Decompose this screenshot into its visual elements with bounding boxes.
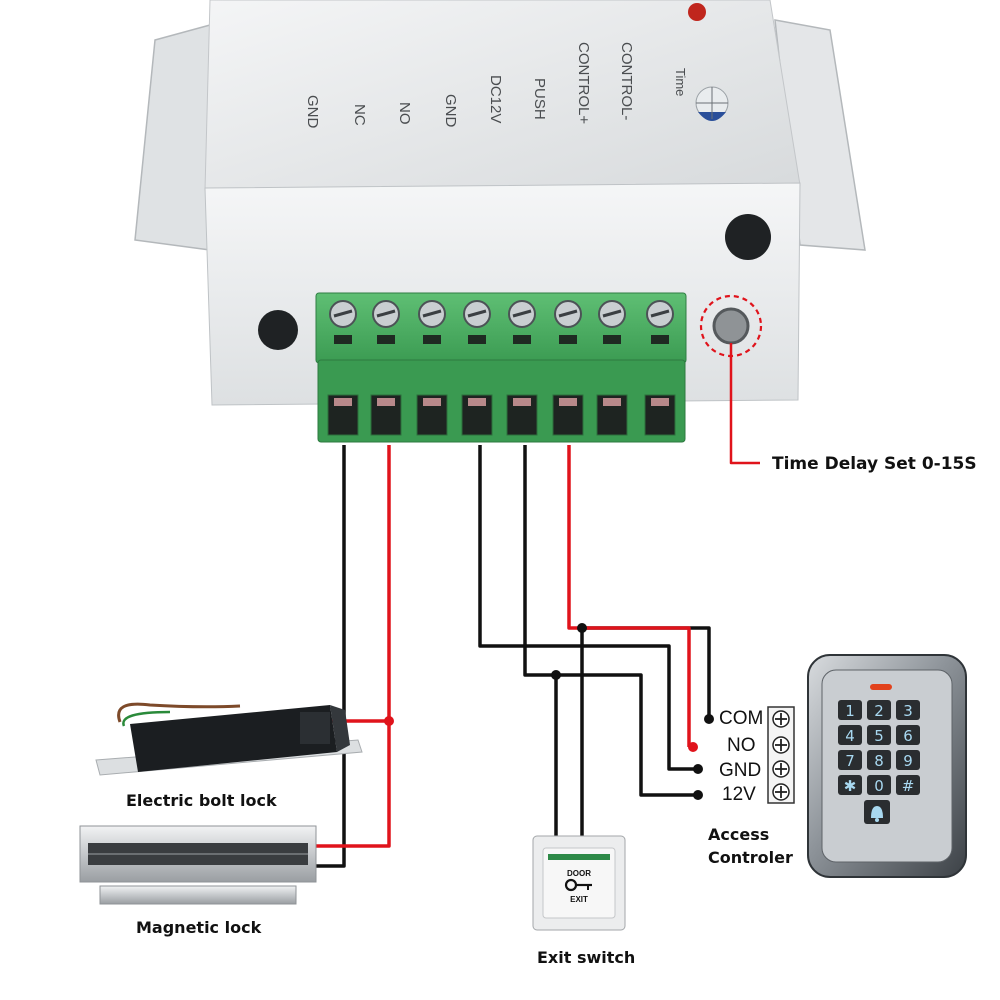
keypad-key-6[interactable] [838,750,862,770]
access-controller-label-line1: Access [708,825,770,844]
keypad-key-label-3: 4 [845,727,855,745]
keypad-key-0[interactable] [838,700,862,720]
keypad-key-label-8: 9 [903,752,913,770]
pin-label-5: PUSH [531,78,548,120]
wire-gnd-to-locks [312,445,346,868]
time-delay-label: Time Delay Set 0-15S [772,454,977,474]
controller-box: Time GND NC NO GND DC12V PUSH CONTROL+ CONTROL- [134,0,866,443]
keypad-key-label-10: 0 [874,777,884,795]
keypad-key-label-11: # [902,777,915,795]
keypad-key-4[interactable] [867,725,891,745]
pin-label-0: GND [304,95,321,129]
mount-hole-left [258,310,298,350]
exit-switch-door-text: DOOR [567,869,591,878]
electric-bolt-lock [95,702,363,776]
mount-hole-right [725,214,771,260]
keypad-key-7[interactable] [867,750,891,770]
key-icon [564,878,592,892]
pin-label-2: NO [396,102,413,125]
pin-label-3: GND [442,94,459,128]
terminal-label-gnd: GND [719,760,762,781]
keypad-key-3[interactable] [838,725,862,745]
time-label: Time [673,68,688,96]
keypad-key-label-0: 1 [845,702,855,720]
exit-switch: DOOR EXIT [532,835,626,931]
access-terminal-strip [767,706,795,804]
pin-label-4: DC12V [487,75,504,123]
terminal-label-12v: 12V [722,784,756,805]
keypad-key-label-9: ✱ [844,777,857,795]
access-controller-label-line2: Controler [708,848,793,867]
pin-label-6: CONTROL+ [575,42,592,124]
access-keypad: 1 2 3 4 5 6 7 8 9 ✱ 0 # [807,654,967,878]
magnetic-lock-label: Magnetic lock [136,918,262,937]
keypad-key-label-7: 8 [874,752,884,770]
terminal-socket-6 [596,394,628,436]
keypad-key-label-4: 5 [874,727,884,745]
wire-time-delay-callout [729,343,760,465]
delay-potentiometer [712,307,750,345]
terminal-block [315,292,687,443]
keypad-key-8[interactable] [896,750,920,770]
keypad-key-label-5: 6 [903,727,913,745]
time-knob [695,86,729,121]
pin-label-group: GND NC NO GND DC12V PUSH CONTROL+ CONTROL- [304,42,635,129]
keypad-key-11[interactable] [896,775,920,795]
keypad-key-10[interactable] [867,775,891,795]
status-led [688,3,706,21]
mounting-flange-left [134,24,211,251]
keypad-key-1[interactable] [867,700,891,720]
exit-switch-label: Exit switch [537,948,636,967]
keypad-key-5[interactable] [896,725,920,745]
terminal-label-no: NO [727,735,756,756]
wire-gnd-to-access [478,445,698,771]
terminal-label-com: COM [719,708,764,729]
wire-push-to-exit [523,445,698,797]
keypad-key-2[interactable] [896,700,920,720]
bolt-lock-label: Electric bolt lock [126,791,277,810]
wire-control-to-access [567,445,691,747]
keypad-key-label-6: 7 [845,752,855,770]
keypad-key-label-1: 2 [874,702,884,720]
pin-label-1: NC [351,104,368,126]
bell-icon [871,806,883,822]
pin-label-7: CONTROL- [618,42,635,120]
terminal-socket-7 [644,394,676,436]
delay-callout-ring [699,294,763,358]
exit-switch-exit-text: EXIT [570,895,588,904]
wire-no-to-locks [312,445,391,848]
keypad-key-9[interactable] [838,775,862,795]
keypad-key-label-2: 3 [903,702,913,720]
magnetic-lock [79,825,317,905]
